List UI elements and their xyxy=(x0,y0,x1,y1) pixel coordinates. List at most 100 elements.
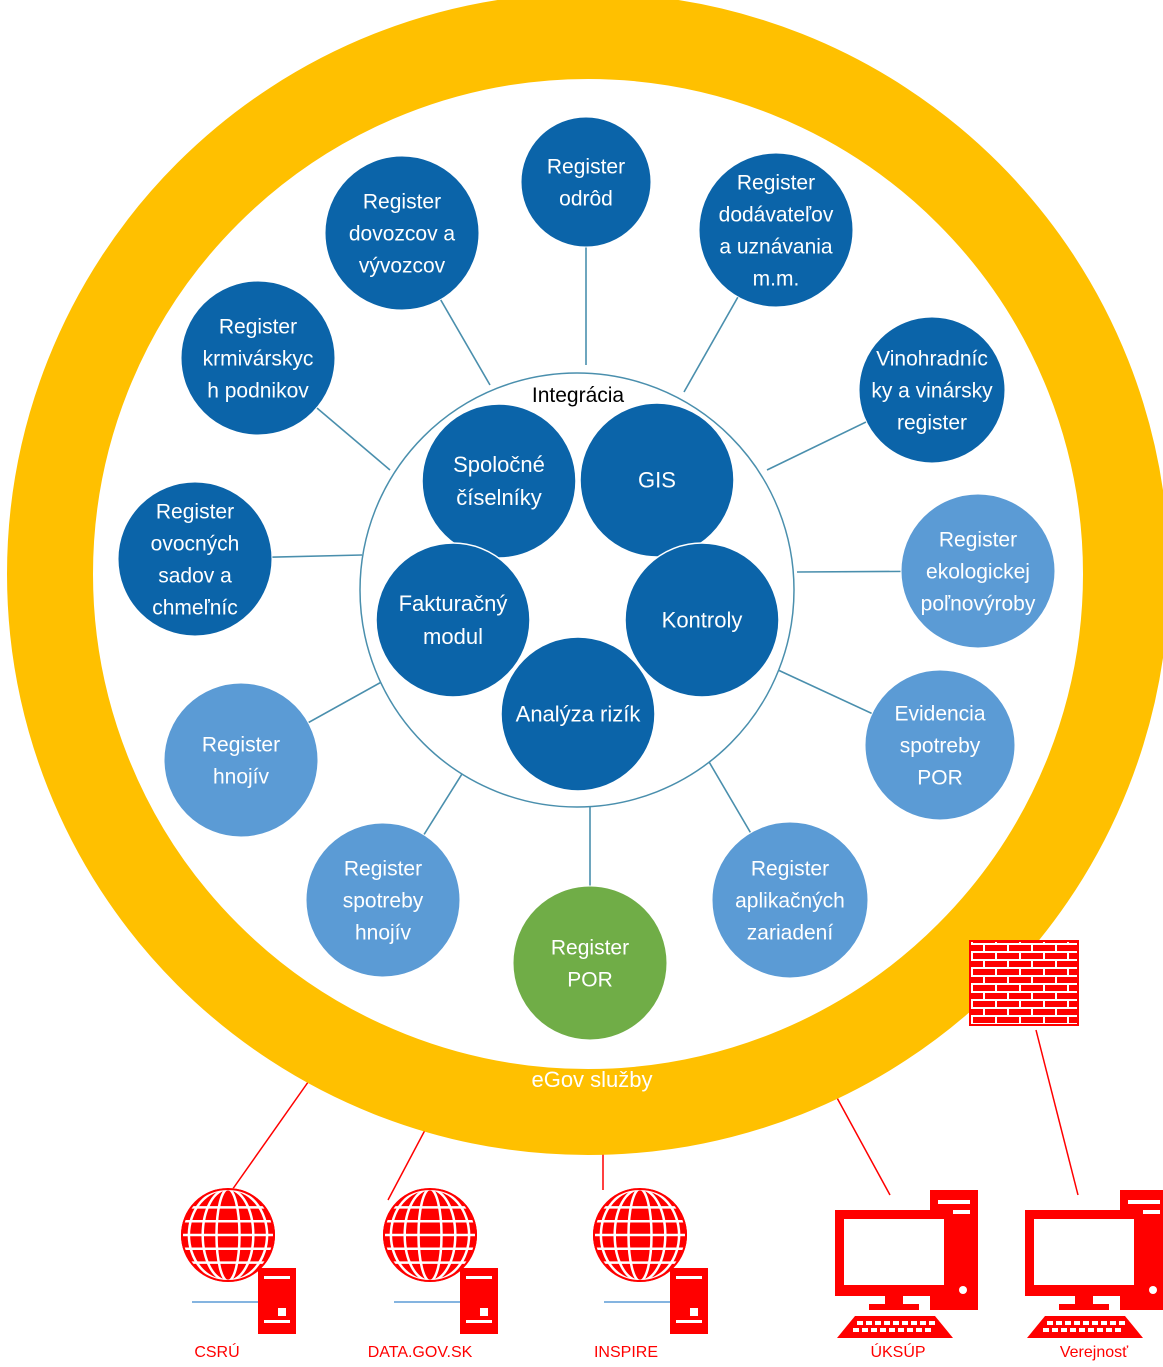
register-node-odrod: Register odrôd xyxy=(520,116,652,248)
register-aplikacnych-label-line: zariadení xyxy=(747,921,834,944)
register-dodavatelov-label-line: m.m. xyxy=(753,267,800,290)
register-circle xyxy=(864,669,1016,821)
core-fakturacny-label-line: modul xyxy=(423,624,483,649)
external-uksup: ÚKSÚP xyxy=(835,1190,978,1361)
register-krmivarskych-label-line: h podnikov xyxy=(207,379,309,402)
register-dovozcov-label-line: Register xyxy=(363,190,441,213)
core-fakturacny-label-line: Fakturačný xyxy=(399,591,508,616)
register-node-ekologickej: Register ekologickej poľnovýroby xyxy=(900,493,1056,649)
register-dodavatelov-label-line: dodávateľov xyxy=(719,203,834,226)
server-icon xyxy=(258,1268,296,1334)
external-inspire: INSPIRE xyxy=(593,1187,708,1361)
register-aplikacnych-label-line: Register xyxy=(751,857,829,880)
register-circle xyxy=(698,152,854,308)
register-odrod-label-line: Register xyxy=(547,155,625,178)
register-node-aplikacnych: Register aplikačných zariadení xyxy=(711,821,869,979)
workstation-icon xyxy=(835,1190,978,1338)
register-ovocnych-label-line: sadov a xyxy=(158,564,232,587)
external-systems: CSRÚ DATA.GOV.SK INSPIRE ÚKSÚP Verejnosť xyxy=(181,1187,1163,1361)
register-evidencia-por-label-line: Evidencia xyxy=(894,702,985,725)
register-vinohradnicky-label-line: register xyxy=(897,411,967,434)
register-krmivarskych-label-line: krmivárskyc xyxy=(203,347,314,370)
register-circle xyxy=(117,481,273,637)
external-csru: CSRÚ xyxy=(181,1187,296,1361)
egov-services-label: eGov služby xyxy=(531,1067,652,1092)
register-node-spotreby-hnojiv: Register spotreby hnojív xyxy=(305,822,461,978)
link-verejnost xyxy=(1035,1029,1079,1196)
register-odrod-label-line: odrôd xyxy=(559,187,613,210)
register-node-krmivarskych: Register krmivárskyc h podnikov xyxy=(180,280,336,436)
register-node-vinohradnicky: Vinohradníc ky a vinársky register xyxy=(858,316,1006,464)
core-module-kontroly: Kontroly xyxy=(624,542,780,698)
register-krmivarskych-label-line: Register xyxy=(219,315,297,338)
register-ovocnych-label-line: ovocných xyxy=(151,532,240,555)
globe-icon xyxy=(593,1187,687,1283)
register-circle xyxy=(180,280,336,436)
register-hnojiv-label-line: Register xyxy=(202,733,280,756)
register-ovocnych-label-line: chmeľníc xyxy=(152,596,238,619)
register-node-dovozcov: Register dovozcov a vývozcov xyxy=(324,155,480,311)
external-label-verejnost: Verejnosť xyxy=(1060,1344,1129,1361)
register-spotreby-hnojiv-label-line: Register xyxy=(344,857,422,880)
register-ekologickej-label-line: Register xyxy=(939,528,1017,551)
globe-icon xyxy=(383,1187,477,1283)
core-ciselniky-label-line: číselníky xyxy=(456,485,542,510)
register-ekologickej-label-line: poľnovýroby xyxy=(921,592,1036,615)
register-aplikacnych-label-line: aplikačných xyxy=(735,889,845,912)
register-circle xyxy=(305,822,461,978)
register-spotreby-hnojiv-label-line: spotreby xyxy=(343,889,424,912)
core-analyza-label-line: Analýza rizík xyxy=(516,702,642,727)
register-evidencia-por-label-line: spotreby xyxy=(900,734,981,757)
register-register-por-label-line: POR xyxy=(567,968,613,991)
external-data-gov-sk: DATA.GOV.SK xyxy=(368,1187,498,1361)
register-hnojiv-label-line: hnojív xyxy=(213,765,270,788)
core-ciselniky-label-line: Spoločné xyxy=(453,452,545,477)
firewall-icon xyxy=(969,940,1079,1026)
core-module-analyza: Analýza rizík xyxy=(500,636,656,792)
server-icon xyxy=(670,1268,708,1334)
external-label-data-gov-sk: DATA.GOV.SK xyxy=(368,1344,473,1361)
external-label-inspire: INSPIRE xyxy=(594,1344,658,1361)
external-label-uksup: ÚKSÚP xyxy=(870,1342,925,1361)
register-circle xyxy=(711,821,869,979)
register-dovozcov-label-line: vývozcov xyxy=(359,254,446,277)
register-circle xyxy=(900,493,1056,649)
register-ovocnych-label-line: Register xyxy=(156,500,234,523)
core-module-circle xyxy=(500,636,656,792)
core-kontroly-label-line: Kontroly xyxy=(662,608,743,633)
workstation-icon xyxy=(1025,1190,1163,1338)
server-icon xyxy=(460,1268,498,1334)
register-spotreby-hnojiv-label-line: hnojív xyxy=(355,921,412,944)
register-circle xyxy=(520,116,652,248)
core-module-circle xyxy=(375,542,531,698)
link-uksup xyxy=(829,1084,891,1196)
register-circle xyxy=(163,682,319,838)
register-dodavatelov-label-line: a uznávania xyxy=(719,235,833,258)
core-gis-label-line: GIS xyxy=(638,468,676,493)
register-node-hnojiv: Register hnojív xyxy=(163,682,319,838)
globe-icon xyxy=(181,1187,275,1283)
register-vinohradnicky-label-line: ky a vinársky xyxy=(871,379,993,402)
register-circle xyxy=(324,155,480,311)
register-node-ovocnych: Register ovocných sadov a chmeľníc xyxy=(117,481,273,637)
register-dovozcov-label-line: dovozcov a xyxy=(349,222,456,245)
core-module-circle xyxy=(624,542,780,698)
register-circle xyxy=(512,885,668,1041)
external-label-csru: CSRÚ xyxy=(194,1342,239,1361)
register-circle xyxy=(858,316,1006,464)
egov-services-ring xyxy=(7,0,1163,1155)
integration-label: Integrácia xyxy=(532,384,625,407)
register-ekologickej-label-line: ekologickej xyxy=(926,560,1030,583)
external-verejnost: Verejnosť xyxy=(1025,1190,1163,1361)
register-dodavatelov-label-line: Register xyxy=(737,171,815,194)
register-evidencia-por-label-line: POR xyxy=(917,766,963,789)
register-node-dodavatelov: Register dodávateľov a uznávania m.m. xyxy=(698,152,854,308)
core-module-fakturacny: Fakturačný modul xyxy=(375,542,531,698)
core-module-gis: GIS xyxy=(579,402,735,558)
core-module-circle xyxy=(421,403,577,559)
register-vinohradnicky-label-line: Vinohradníc xyxy=(876,347,988,370)
